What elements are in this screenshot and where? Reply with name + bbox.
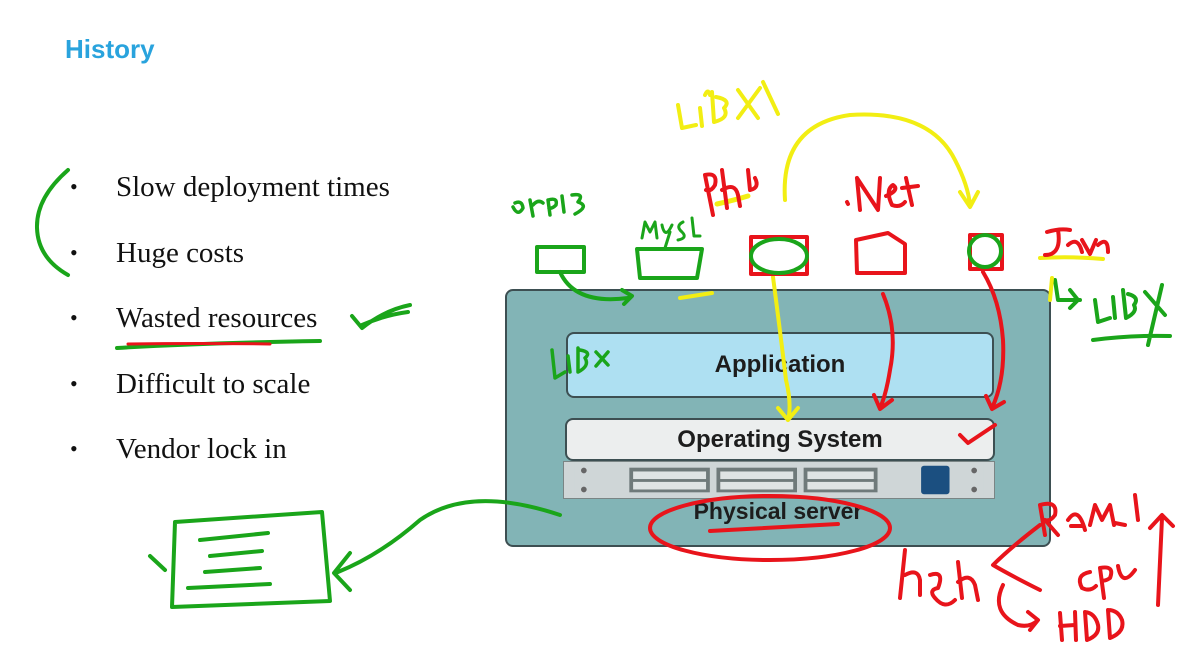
red-arrow-java-stroke <box>981 270 1006 411</box>
red-text-ram <box>1038 493 1140 537</box>
application-label: Application <box>714 351 846 378</box>
green-text-ovpi3 <box>511 192 585 218</box>
green-arrow-to-doc-stroke <box>332 499 562 592</box>
red-underline-stroke <box>126 342 272 346</box>
bullet-dot: • <box>70 305 78 330</box>
bullet-text: Vendor lock in <box>116 433 287 465</box>
bullet-dot: • <box>70 436 78 461</box>
green-box-1-shape <box>535 245 586 274</box>
bullet-text: Huge costs <box>116 236 245 269</box>
red-text-hdd <box>1058 608 1125 642</box>
bullet-item: • Huge costs <box>70 234 390 300</box>
red-underline-server <box>708 522 840 533</box>
yellow-down-arrow-stroke <box>771 275 800 422</box>
bullet-dot: • <box>70 239 78 265</box>
yellow-underline-php <box>714 193 751 207</box>
yellow-dash <box>678 291 714 300</box>
red-text-net <box>845 176 920 212</box>
green-checkmark-stroke <box>350 303 412 330</box>
bullet-list: • Slow deployment times • Huge costs • Wast… <box>70 168 390 496</box>
bullet-dot: • <box>70 174 78 199</box>
green-box-2-shape <box>635 247 704 280</box>
red-check-os-stroke <box>958 423 997 445</box>
red-ellipse-hardware <box>648 494 892 562</box>
red-arrow-hdd-stroke <box>997 583 1040 632</box>
red-text-high <box>898 548 980 607</box>
page-title: History <box>65 34 155 64</box>
bullet-item: • Difficult to scale <box>70 365 390 431</box>
red-text-php <box>703 168 759 217</box>
red-arrow-net-stroke <box>872 292 895 411</box>
red-text-java <box>1043 227 1110 257</box>
red-brace-stroke <box>991 523 1042 592</box>
red-text-cpu <box>1077 564 1137 600</box>
green-text-libx-2 <box>1053 278 1172 347</box>
green-document-stroke <box>148 510 332 609</box>
red-up-arrow-stroke <box>1148 513 1175 607</box>
green-text-libx-1 <box>550 346 610 380</box>
green-bracket-stroke <box>34 168 70 277</box>
os-label: Operating System <box>677 425 883 453</box>
bullet-text: Wasted resources <box>116 302 318 334</box>
yellow-text-libx <box>676 80 780 130</box>
bullet-item: • Wasted resources <box>70 299 390 365</box>
green-circle-5 <box>967 233 1003 269</box>
bullet-item: • Slow deployment times <box>70 168 390 234</box>
green-text-mysql <box>640 216 702 250</box>
yellow-arc-stroke <box>782 112 980 209</box>
os-layer: Operating System <box>565 418 995 461</box>
bullet-text: Difficult to scale <box>116 367 311 400</box>
green-circle-3 <box>749 237 809 275</box>
red-box-4-shape <box>854 231 907 275</box>
bullet-item: • Vendor lock in <box>70 430 390 496</box>
green-arrow-boxes-stroke <box>558 270 634 306</box>
bullet-dot: • <box>70 370 78 396</box>
yellow-underline-java <box>1038 255 1105 302</box>
bullet-text: Slow deployment times <box>116 171 390 203</box>
server-rack-graphic <box>563 461 995 499</box>
